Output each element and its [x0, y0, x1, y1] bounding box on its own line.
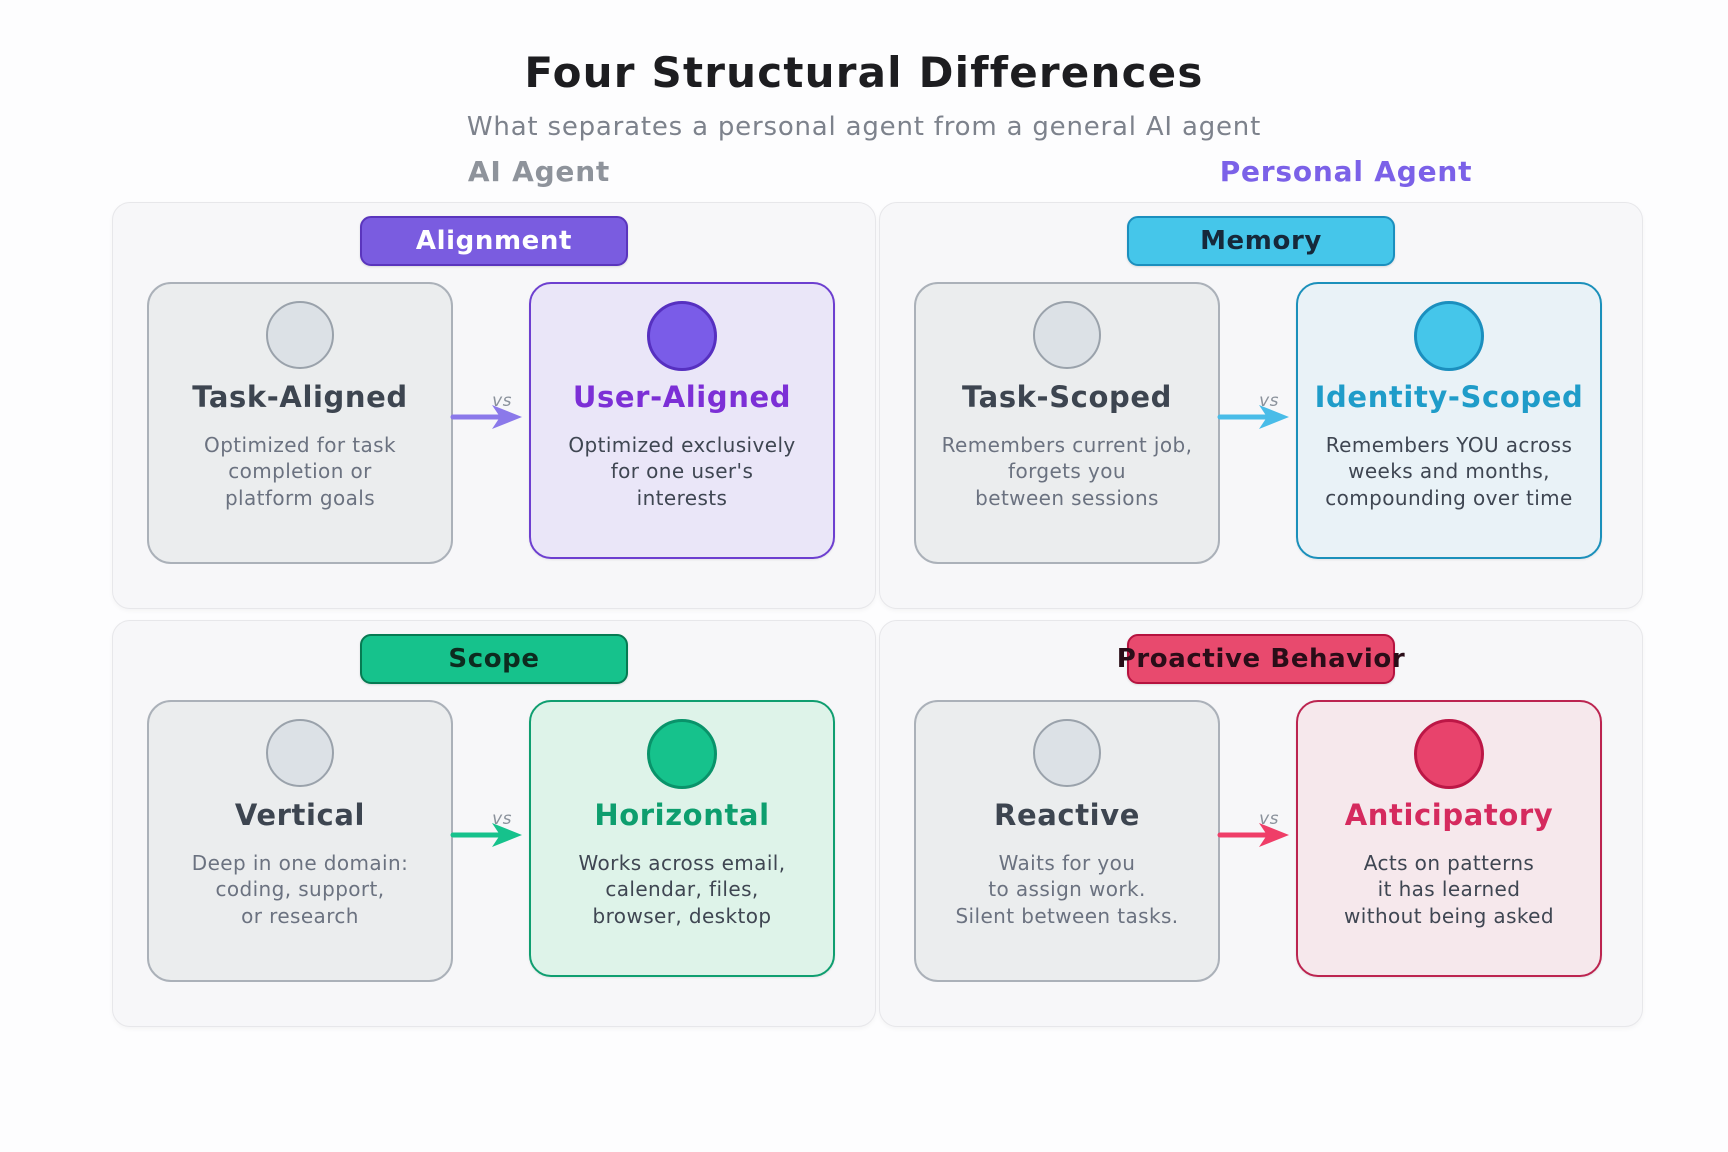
card-title: Vertical	[234, 798, 366, 832]
arrow-right-icon	[450, 405, 522, 429]
column-label-personal-agent: Personal Agent	[1219, 155, 1473, 188]
ai-agent-card-vertical: Vertical Deep in one domain: coding, sup…	[147, 700, 453, 982]
card-description: Optimized for task completion or platfor…	[204, 433, 396, 510]
card-title: Task-Aligned	[192, 380, 408, 414]
card-title: Anticipatory	[1344, 798, 1554, 832]
arrow-right-icon	[450, 823, 522, 847]
circle-icon	[647, 719, 717, 789]
quadrant-proactive-behavior: Proactive Behavior Reactive Waits for yo…	[879, 620, 1643, 1027]
card-description: Deep in one domain: coding, support, or …	[191, 851, 409, 928]
category-badge-scope: Scope	[360, 634, 628, 684]
vs-label: vs	[1259, 809, 1279, 829]
card-description: Waits for you to assign work. Silent bet…	[955, 851, 1179, 928]
card-title: Task-Scoped	[962, 380, 1172, 414]
vs-label: vs	[492, 391, 512, 411]
category-badge-alignment: Alignment	[360, 216, 628, 266]
card-description: Remembers current job, forgets you betwe…	[941, 433, 1193, 510]
page-subtitle: What separates a personal agent from a g…	[466, 112, 1262, 142]
quadrant-memory: Memory Task-Scoped Remembers current job…	[879, 202, 1643, 609]
vs-arrow: vs	[450, 809, 528, 852]
personal-agent-card-identity-scoped: Identity-Scoped Remembers YOU across wee…	[1296, 282, 1602, 559]
personal-agent-card-user-aligned: User-Aligned Optimized exclusively for o…	[529, 282, 835, 559]
card-description: Remembers YOU across weeks and months, c…	[1325, 433, 1573, 510]
card-description: Acts on patterns it has learned without …	[1344, 851, 1554, 928]
card-title: User-Aligned	[572, 380, 792, 414]
ai-agent-card-reactive: Reactive Waits for you to assign work. S…	[914, 700, 1220, 982]
circle-icon	[266, 301, 334, 369]
circle-icon	[266, 719, 334, 787]
vs-label: vs	[492, 809, 512, 829]
circle-icon	[647, 301, 717, 371]
page-title: Four Structural Differences	[524, 48, 1204, 97]
card-description: Works across email, calendar, files, bro…	[578, 851, 786, 928]
personal-agent-card-horizontal: Horizontal Works across email, calendar,…	[529, 700, 835, 977]
vs-label: vs	[1259, 391, 1279, 411]
vs-arrow: vs	[1217, 391, 1295, 434]
arrow-right-icon	[1217, 405, 1289, 429]
vs-arrow: vs	[450, 391, 528, 434]
circle-icon	[1414, 719, 1484, 789]
category-badge-proactive-behavior: Proactive Behavior	[1117, 634, 1405, 684]
circle-icon	[1033, 719, 1101, 787]
card-title: Reactive	[994, 798, 1140, 832]
vs-arrow: vs	[1217, 809, 1295, 852]
quadrant-alignment: Alignment Task-Aligned Optimized for tas…	[112, 202, 876, 609]
personal-agent-card-anticipatory: Anticipatory Acts on patterns it has lea…	[1296, 700, 1602, 977]
ai-agent-card-task-scoped: Task-Scoped Remembers current job, forge…	[914, 282, 1220, 564]
card-title: Identity-Scoped	[1314, 380, 1584, 414]
column-label-ai-agent: AI Agent	[467, 155, 611, 188]
category-badge-memory: Memory	[1127, 216, 1395, 266]
quadrant-scope: Scope Vertical Deep in one domain: codin…	[112, 620, 876, 1027]
ai-agent-card-task-aligned: Task-Aligned Optimized for task completi…	[147, 282, 453, 564]
arrow-right-icon	[1217, 823, 1289, 847]
circle-icon	[1414, 301, 1484, 371]
card-description: Optimized exclusively for one user's int…	[568, 433, 796, 510]
card-title: Horizontal	[594, 798, 770, 832]
circle-icon	[1033, 301, 1101, 369]
